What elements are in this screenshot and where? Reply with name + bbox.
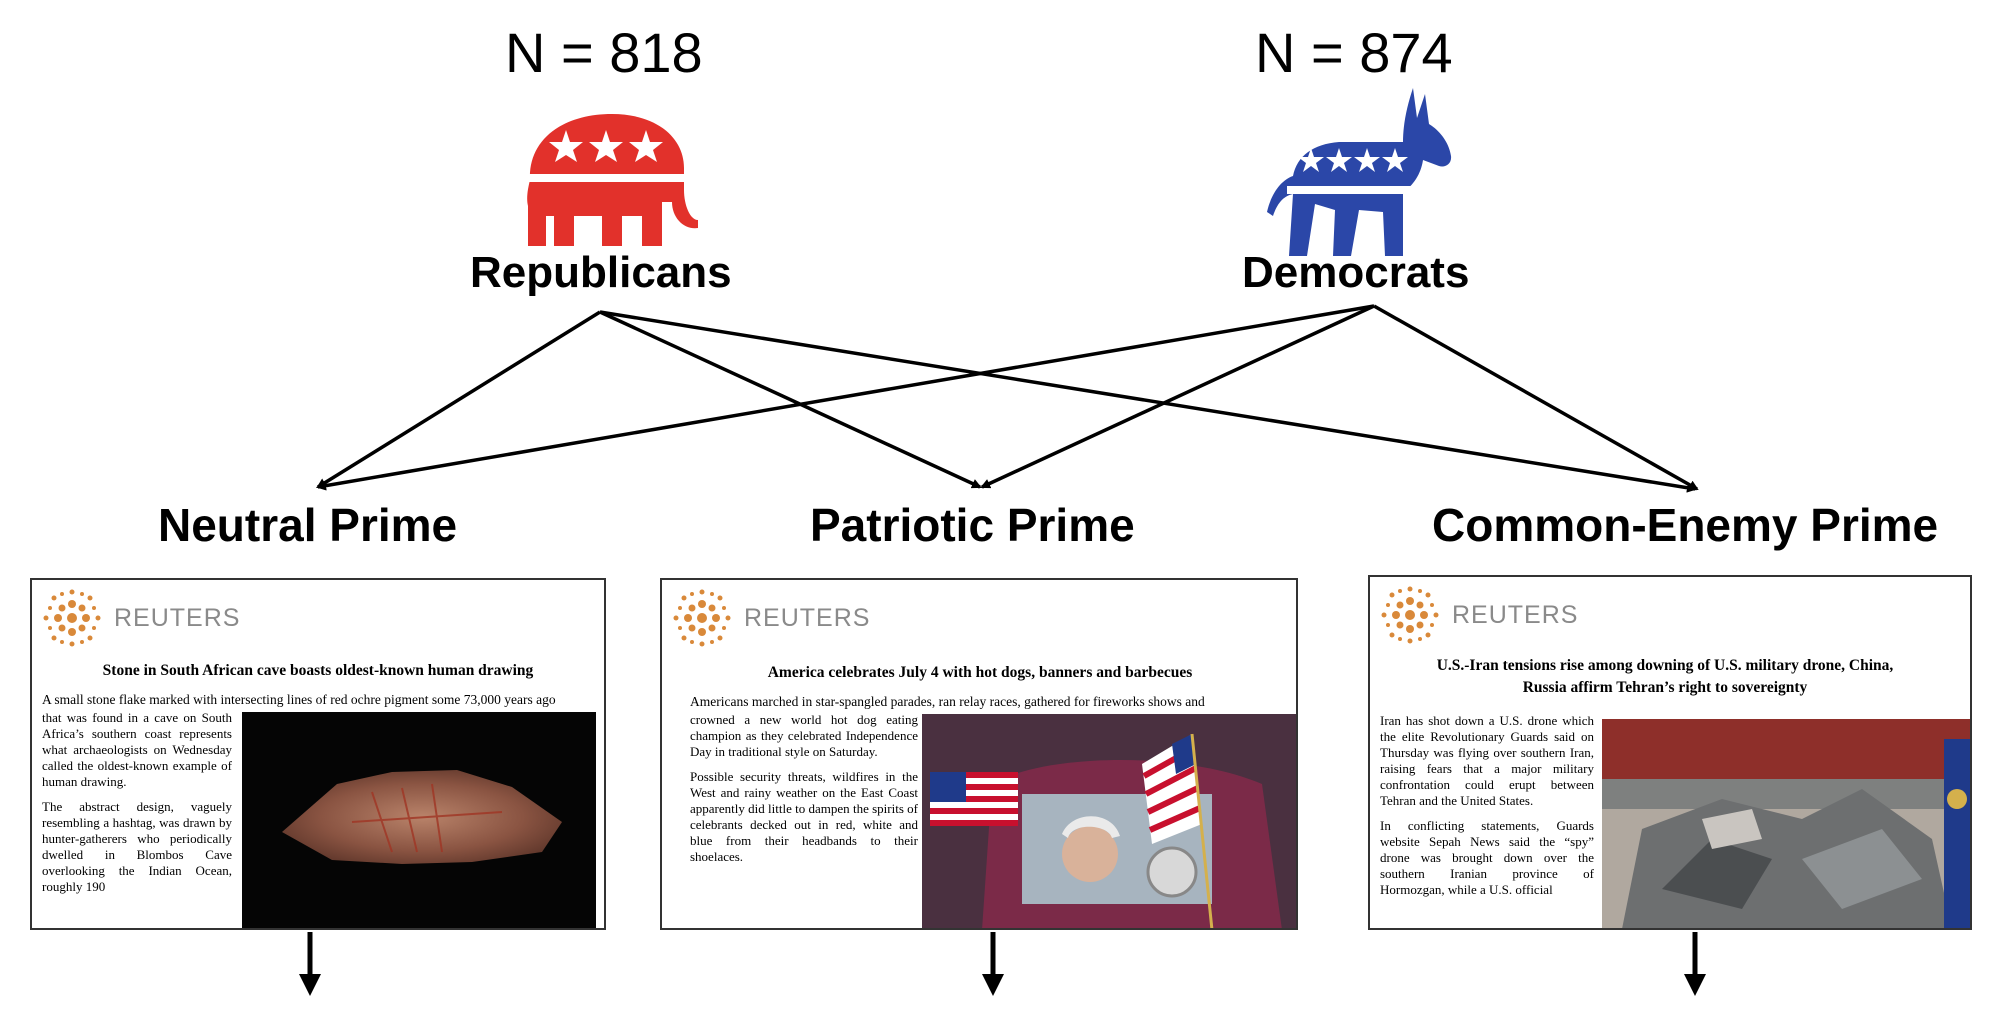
july-4-photo bbox=[922, 714, 1296, 928]
arrow-rep-patriotic bbox=[599, 310, 982, 489]
article-paragraph: Iran has shot down a U.S. drone which th… bbox=[1380, 713, 1594, 808]
article-paragraph: that was found in a cave on South Africa… bbox=[42, 710, 232, 789]
neutral-article-card: REUTERS Stone in South African cave boas… bbox=[30, 578, 606, 930]
patriotic-prime-label: Patriotic Prime bbox=[810, 499, 1135, 551]
article-headline: Stone in South African cave boasts oldes… bbox=[102, 662, 534, 679]
arrow-dem-enemy bbox=[1373, 304, 1699, 491]
reuters-wordmark: REUTERS bbox=[1452, 600, 1579, 629]
reuters-wordmark: REUTERS bbox=[744, 603, 871, 632]
reuters-logo: REUTERS bbox=[672, 588, 870, 648]
republican-label: Republicans bbox=[470, 248, 732, 297]
neutral-prime-label: Neutral Prime bbox=[158, 499, 458, 551]
article-lead: A small stone flake marked with intersec… bbox=[42, 692, 556, 707]
arrow-rep-enemy bbox=[599, 310, 1697, 493]
reuters-wordmark: REUTERS bbox=[114, 603, 241, 632]
patriotic-article-card: REUTERS America celebrates July 4 with h… bbox=[660, 578, 1298, 930]
article-body: crowned a new world hot dog eating champ… bbox=[690, 712, 918, 874]
democrat-n-label: N = 874 bbox=[1255, 21, 1453, 84]
reuters-logo: REUTERS bbox=[1380, 585, 1578, 645]
article-paragraph: The abstract design, vaguely resembling … bbox=[42, 799, 232, 894]
democrat-label: Democrats bbox=[1242, 248, 1470, 297]
stone-photo bbox=[242, 712, 596, 928]
article-headline: America celebrates July 4 with hot dogs,… bbox=[767, 664, 1193, 681]
drone-wreckage-photo bbox=[1602, 719, 1970, 928]
arrow-dem-patriotic bbox=[980, 304, 1375, 489]
american-flag-icon bbox=[1142, 733, 1214, 928]
common-enemy-prime-label: Common-Enemy Prime bbox=[1432, 499, 1939, 551]
arrow-dem-neutral bbox=[316, 304, 1375, 491]
republican-n-label: N = 818 bbox=[505, 21, 703, 84]
reuters-logo-icon bbox=[43, 589, 101, 647]
article-body: Iran has shot down a U.S. drone which th… bbox=[1380, 713, 1594, 907]
arrow-rep-neutral bbox=[316, 310, 601, 489]
article-paragraph: Possible security threats, wildfires in … bbox=[690, 769, 918, 864]
republican-elephant-icon bbox=[526, 114, 698, 246]
article-paragraph: crowned a new world hot dog eating champ… bbox=[690, 712, 918, 759]
american-flag-icon bbox=[930, 772, 1018, 826]
article-lead: Americans marched in star-spangled parad… bbox=[690, 694, 1205, 709]
article-headline: U.S.-Iran tensions rise among downing of… bbox=[1436, 657, 1894, 696]
reuters-logo-icon bbox=[1381, 586, 1439, 644]
reuters-logo: REUTERS bbox=[42, 588, 240, 648]
reuters-logo-icon bbox=[673, 589, 731, 647]
article-paragraph: In conflicting statements, Guards websit… bbox=[1380, 818, 1594, 897]
democrat-donkey-icon bbox=[1267, 88, 1452, 256]
common-enemy-article-card: REUTERS U.S.-Iran tensions rise among do… bbox=[1368, 575, 1972, 930]
article-body: that was found in a cave on South Africa… bbox=[42, 710, 232, 904]
